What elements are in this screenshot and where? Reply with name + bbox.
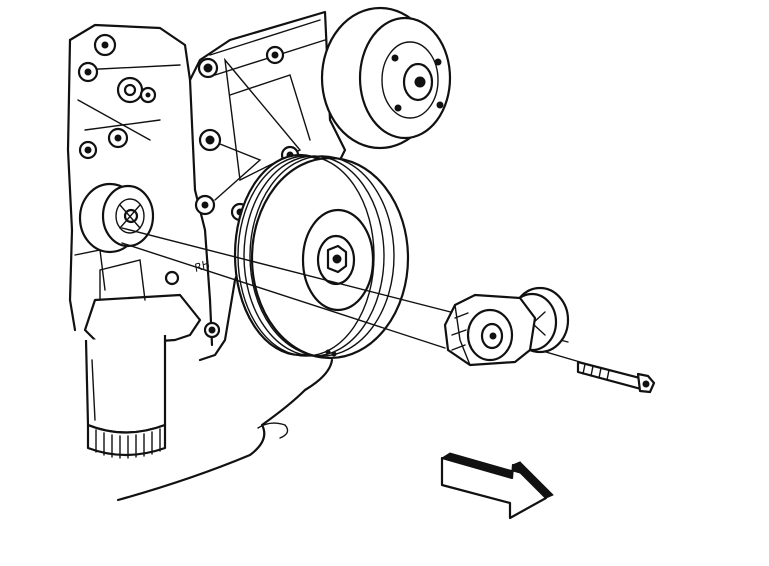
direction-arrow (440, 452, 554, 520)
engine-block: RH (66, 10, 347, 362)
block-bolt-6 (78, 140, 98, 160)
block-bolt-8 (265, 45, 285, 65)
block-bolt-11 (194, 194, 216, 216)
block-bolt-14 (203, 321, 221, 339)
crankshaft-pulley (233, 153, 410, 360)
block-bolt-7 (197, 57, 219, 79)
block-bolt-4 (139, 86, 157, 104)
block-bolt-5 (107, 127, 129, 149)
block-bolt-13 (164, 270, 180, 286)
block-bolt-1 (93, 33, 117, 57)
block-bolt-3 (116, 76, 144, 104)
tensioner-bolt (576, 360, 656, 394)
belt-tensioner (443, 286, 570, 367)
block-bolt-2 (77, 61, 99, 83)
accessory-pulley (320, 6, 452, 150)
block-bolt-9 (198, 128, 222, 152)
timing-cover-outline (116, 358, 334, 502)
idler-pulley (78, 182, 155, 254)
timing-cover-detail (257, 422, 289, 439)
oil-filter (83, 259, 202, 459)
